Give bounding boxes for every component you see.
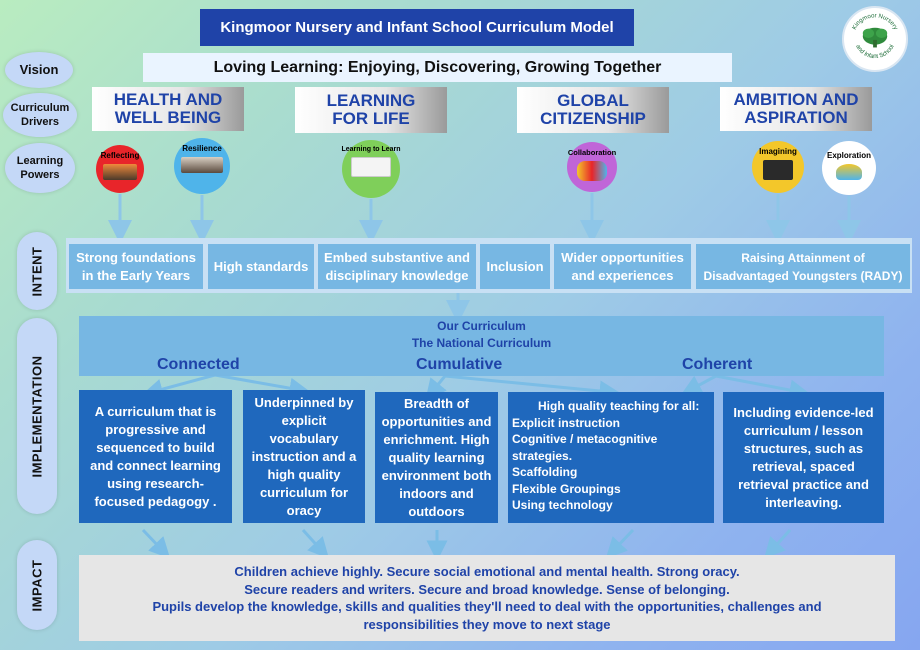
curriculum-panel: [79, 316, 884, 376]
impact-statement: Children achieve highly. Secure social e…: [79, 555, 895, 641]
power-imagining: Imagining: [752, 141, 804, 193]
arrow-box2-impact: [301, 528, 330, 559]
teaching-list-item: Cognitive / metacognitive strategies.: [512, 432, 658, 463]
intent-inclusion: Inclusion: [480, 244, 550, 289]
cumulative-label: Cumulative: [416, 356, 503, 373]
power-exploration: Exploration: [822, 141, 876, 195]
impl-high-quality-teaching: High quality teaching for all: Explicit …: [508, 392, 714, 523]
intent-label: INTENT: [17, 232, 57, 310]
page-title: Kingmoor Nursery and Infant School Curri…: [200, 9, 634, 46]
impact-label: IMPACT: [17, 540, 57, 630]
arrow-connected-box2: [214, 373, 311, 399]
power-collaboration: Collaboration: [567, 142, 617, 192]
implementation-label: IMPLEMENTATION: [17, 318, 57, 514]
teaching-list-item: Flexible Groupings: [512, 481, 621, 496]
tree-icon: [862, 27, 888, 48]
impact-line: responsibilities they move to next stage: [363, 616, 611, 632]
impl-progressive-curriculum: A curriculum that is progressive and seq…: [79, 390, 232, 523]
sunset-image-icon: [103, 164, 137, 180]
impact-line: Pupils develop the knowledge, skills and…: [152, 599, 822, 614]
vision-label: Vision: [5, 52, 73, 88]
teaching-list-item: Scaffolding: [512, 465, 578, 479]
explorer-image-icon: [836, 164, 862, 180]
connected-label: Connected: [157, 356, 240, 373]
arrow-box1-impact: [141, 528, 171, 559]
teaching-list-title: High quality teaching for all:: [538, 399, 700, 413]
power-reflecting: Reflecting: [96, 145, 144, 193]
impact-line: Children achieve highly. Secure social e…: [234, 564, 740, 579]
landscape-image-icon: [181, 157, 223, 173]
dictionary-image-icon: [351, 157, 391, 177]
power-learning-to-learn: Learning to Learn: [341, 140, 401, 198]
arrow-cumulative-box3: [425, 375, 447, 401]
arrow-coherent-box4: [680, 374, 717, 395]
intent-high-standards: High standards: [208, 244, 314, 289]
power-resilience: Resilience: [174, 138, 230, 194]
teaching-list-item: Using technology: [512, 498, 613, 512]
arrow-cumulative-box4: [444, 374, 621, 402]
vision-statement: Loving Learning: Enjoying, Discovering, …: [143, 53, 732, 82]
curriculum-subtitle: The National Curriculum: [411, 336, 552, 350]
impl-evidence-led-structures: Including evidence-led curriculum / less…: [723, 392, 884, 523]
impl-breadth-enrichment: Breadth of opportunities and enrichment.…: [375, 392, 498, 523]
arrow-box5-impact: [763, 528, 792, 559]
curriculum-header: Our Curriculum The National Curriculum: [79, 318, 884, 352]
teaching-list-item: Explicit instruction: [512, 415, 621, 430]
arrow-box4-impact: [605, 528, 635, 559]
impact-line: Secure readers and writers. Secure and b…: [244, 581, 730, 597]
hands-image-icon: [577, 161, 607, 181]
impl-vocabulary-oracy: Underpinned by explicit vocabulary instr…: [243, 390, 365, 523]
curriculum-title: Our Curriculum: [437, 319, 526, 333]
arrow-coherent-box5: [715, 374, 811, 401]
chalkboard-image-icon: [763, 160, 793, 180]
school-logo: Kingmoor Nursery and Infant School: [842, 6, 908, 72]
coherent-label: Coherent: [682, 356, 753, 373]
